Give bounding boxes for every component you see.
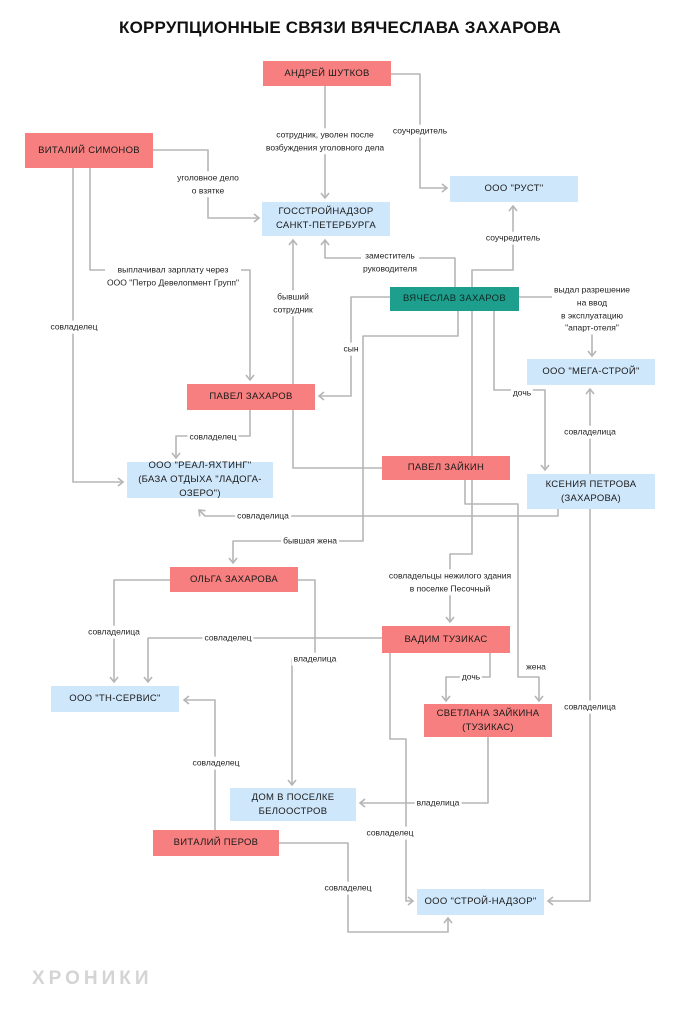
node-vadim-tuzikas: ВАДИМ ТУЗИКАС <box>382 626 510 653</box>
edge-tuzikas-stroynadzor <box>389 653 415 906</box>
edge-olga-tnservis <box>109 579 170 684</box>
node-ksenia-petrova: КСЕНИЯ ПЕТРОВА (ЗАХАРОВА) <box>527 474 655 509</box>
edge-label-shutkov-rust: соучредитель <box>390 124 450 138</box>
edge-label-zakharov-ksenia: дочь <box>510 386 534 400</box>
node-ooo-stroy-nadzor: ООО "СТРОЙ-НАДЗОР" <box>417 889 544 915</box>
page-title: КОРРУПЦИОННЫЕ СВЯЗИ ВЯЧЕСЛАВА ЗАХАРОВА <box>119 18 561 37</box>
node-svetlana-zaykina: СВЕТЛАНА ЗАЙКИНА (ТУЗИКАС) <box>424 704 552 737</box>
node-andrey-shutkov: АНДРЕЙ ШУТКОВ <box>263 61 391 86</box>
node-vitaly-simonov: ВИТАЛИЙ СИМОНОВ <box>25 133 153 168</box>
edge-label-zakharov-gosstroy: заместитель руководителя <box>361 249 419 275</box>
edge-label-zaykin-svetlana: жена <box>524 660 548 674</box>
edge-svetlana-dom <box>358 737 489 808</box>
edge-label-zakharov-pavel: сын <box>341 342 361 356</box>
edge-zaykin-svetlana <box>464 480 544 703</box>
edge-label-zakharov-olga: бывшая жена <box>281 534 339 548</box>
edge-label-olga-tnservis: совладелица <box>86 625 142 639</box>
node-ooo-real-yachting: ООО "РЕАЛ-ЯХТИНГ" (БАЗА ОТДЫХА "ЛАДОГА-О… <box>127 460 273 499</box>
edge-zakharov-olga <box>228 311 459 565</box>
edge-label-tuzikas-svetlana: дочь <box>459 670 483 684</box>
edge-simonov-realyachting <box>72 168 125 487</box>
edge-label-simonov-pavel: выплачивал зарплату через ООО "Петро Дев… <box>105 263 241 289</box>
edge-label-tuzikas-tnservis: совладелец <box>202 631 254 645</box>
node-dom-beloostrov: ДОМ В ПОСЕЛКЕ БЕЛООСТРОВ <box>230 788 356 821</box>
edge-label-zakharov-megastroy: выдал разрешение на ввод в эксплуатацию … <box>551 283 633 335</box>
edge-label-perov-stroynadzor: совладелец <box>322 881 374 895</box>
node-pavel-zakharov: ПАВЕЛ ЗАХАРОВ <box>187 384 315 410</box>
node-vyacheslav-zakharov: ВЯЧЕСЛАВ ЗАХАРОВ <box>390 287 519 311</box>
node-ooo-mega-stroy: ООО "МЕГА-СТРОЙ" <box>527 359 655 385</box>
node-ooo-tn-servis: ООО "ТН-СЕРВИС" <box>51 686 179 712</box>
edge-label-ksenia-realyachting: совладелица <box>235 509 291 523</box>
edge-label-perov-tnservis: совладелец <box>190 756 242 770</box>
edge-label-zakharov-rust: соучредитель <box>483 231 543 245</box>
edge-label-zakharov-tuzikas: совладельцы нежилого здания в поселке Пе… <box>386 569 514 595</box>
edge-label-zaykin-gosstroy: бывший сотрудник <box>271 290 315 316</box>
edge-perov-tnservis <box>182 695 216 830</box>
node-vitaly-perov: ВИТАЛИЙ ПЕРОВ <box>153 830 279 856</box>
edge-label-svetlana-dom: владелица <box>414 796 462 810</box>
edge-label-olga-dom: владелица <box>291 652 339 666</box>
edge-label-ksenia-megastroy: совладелица <box>562 425 618 439</box>
brand-logo: ХРОНИКИ <box>32 968 153 989</box>
edge-label-shutkov-gosstroy: сотрудник, уволен после возбуждения угол… <box>263 128 387 154</box>
edge-ksenia-realyachting <box>198 509 559 517</box>
edge-ksenia-stroynadzor <box>546 509 591 906</box>
edge-olga-dom <box>287 579 316 787</box>
edge-label-pavel-realyachting: совладелец <box>187 430 239 444</box>
edge-tuzikas-tnservis <box>143 637 382 684</box>
edge-zakharov-rust <box>471 204 518 287</box>
node-pavel-zaykin: ПАВЕЛ ЗАЙКИН <box>382 456 510 480</box>
node-ooo-rust: ООО "РУСТ" <box>450 176 578 202</box>
edge-zaykin-gosstroy <box>288 238 382 469</box>
node-olga-zakharova: ОЛЬГА ЗАХАРОВА <box>170 567 298 592</box>
edge-perov-stroynadzor <box>279 842 453 933</box>
node-gosstroynadzor: ГОССТРОЙНАДЗОР САНКТ-ПЕТЕРБУРГА <box>262 202 390 236</box>
edge-label-simonov-realyachting: совладелец <box>48 320 100 334</box>
edge-label-tuzikas-stroynadzor: совладелец <box>364 826 416 840</box>
edge-label-simonov-gosstroy: уголовное дело о взятке <box>175 171 241 197</box>
edge-label-ksenia-stroynadzor: совладелица <box>562 700 618 714</box>
